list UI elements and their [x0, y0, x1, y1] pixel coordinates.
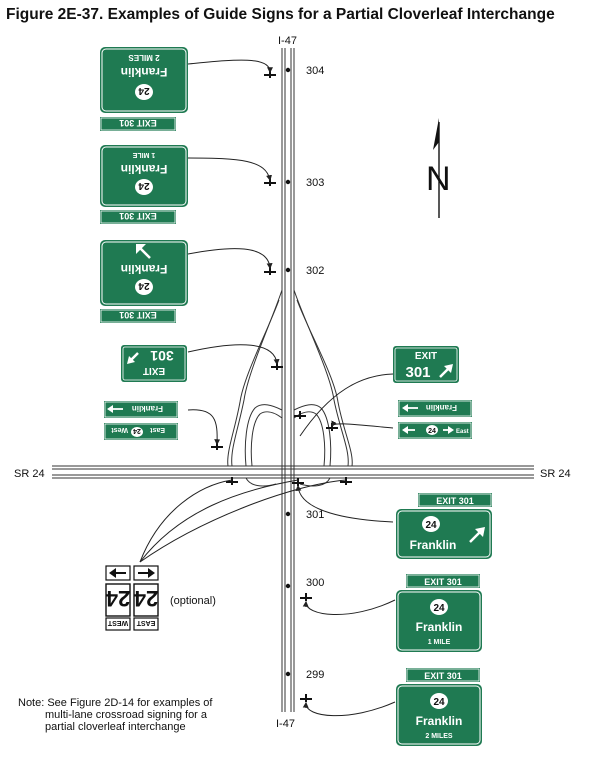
nbx-arrow-icon — [439, 364, 453, 378]
sbg-diagonal-arrow-icon — [136, 244, 151, 259]
milepost-302: 302 — [306, 265, 324, 277]
sb1-exit-plaque: EXIT 301 — [119, 211, 157, 221]
note-line-3: partial cloverleaf interchange — [45, 721, 186, 733]
sbr-left-west: West — [111, 426, 128, 433]
nb2-shield-number: 24 — [433, 697, 445, 708]
sb1-destination: Franklin — [121, 162, 168, 176]
opt-east-label: EAST — [136, 619, 155, 626]
nba-destination: Franklin — [410, 538, 457, 552]
sb-two-mile-sign: 24 Franklin 2 MILES — [100, 47, 188, 113]
sbr-left-label: East — [150, 426, 165, 433]
nb-one-mile-plaque: EXIT 301 — [406, 574, 480, 588]
sb-ramp-direction-sign: East 24 West Franklin — [104, 401, 178, 440]
sb2-exit-plaque: EXIT 301 — [119, 118, 157, 128]
interchange-ramps — [227, 289, 353, 487]
milepost-299: 299 — [306, 669, 324, 681]
sb2-distance: 2 MILES — [128, 53, 160, 62]
sb2-destination: Franklin — [121, 65, 168, 79]
nb-two-mile-sign: 24 Franklin 2 MILES — [396, 684, 482, 746]
nb-advance-arrow-sign: 24 Franklin — [396, 509, 492, 559]
milepost-301: 301 — [306, 509, 324, 521]
milepost-300: 300 — [306, 577, 324, 589]
opt-right-arrow-icon — [138, 568, 155, 578]
sbg-exit-plaque: EXIT 301 — [119, 310, 157, 320]
nba-shield-number: 24 — [425, 520, 437, 531]
nbr-shield: 24 — [428, 428, 436, 435]
figure-note: Note: See Figure 2D-14 for examples of m… — [18, 697, 212, 733]
sb-advance-plaque: EXIT 301 — [100, 309, 176, 323]
sb-advance-arrow-sign: 24 Franklin — [100, 240, 188, 306]
sbx-line2: 301 — [150, 348, 174, 364]
nbx-line2: 301 — [405, 364, 430, 381]
sbg-shield-number: 24 — [138, 280, 150, 291]
sbr-right-arrow-icon — [107, 405, 123, 413]
crossroad-label-right: SR 24 — [540, 468, 571, 480]
optional-route-assembly: 24 24 WEST EAST (optional) — [105, 565, 216, 631]
sbr-destination: Franklin — [132, 404, 163, 413]
nb1-distance: 1 MILE — [428, 639, 451, 646]
north-label: N — [426, 160, 451, 198]
milepost-303: 303 — [306, 177, 324, 189]
sb-two-mile-plaque: EXIT 301 — [100, 117, 176, 131]
opt-west-label: WEST — [107, 619, 128, 626]
nb2-exit-plaque: EXIT 301 — [424, 671, 462, 681]
nba-exit-plaque: EXIT 301 — [436, 496, 474, 506]
sb-one-mile-plaque: EXIT 301 — [100, 210, 176, 224]
opt-right-shield-number: 24 — [133, 586, 158, 611]
highway-label-bottom: I-47 — [276, 718, 295, 730]
sbr-left-shield: 24 — [133, 427, 141, 434]
note-line-1: Note: See Figure 2D-14 for examples of — [18, 697, 213, 709]
opt-left-arrow-icon — [109, 568, 126, 578]
sb-one-mile-sign: 24 Franklin 1 MILE — [100, 145, 188, 207]
nbr-east-arrow-icon — [443, 426, 454, 434]
nb1-exit-plaque: EXIT 301 — [424, 577, 462, 587]
sb2-shield-number: 24 — [138, 85, 150, 96]
nb2-destination: Franklin — [416, 714, 463, 728]
nb-two-mile-plaque: EXIT 301 — [406, 668, 480, 682]
sbx-arrow-icon — [127, 352, 139, 364]
sb-exit-gore-sign: EXIT 301 — [121, 345, 187, 382]
nbr-destination-upper: Franklin — [426, 403, 457, 412]
milepost-304: 304 — [306, 65, 324, 77]
sbx-line1: EXIT — [143, 365, 165, 376]
sb1-shield-number: 24 — [138, 180, 150, 191]
nb1-destination: Franklin — [416, 620, 463, 634]
crossroad-label-left: SR 24 — [14, 468, 45, 480]
crossroad-sr24 — [52, 465, 534, 479]
nbr-left-arrow-icon — [402, 404, 418, 412]
note-line-2: multi-lane crossroad signing for a — [45, 709, 208, 721]
nb-exit-gore-sign: EXIT 301 — [393, 346, 459, 383]
nba-diagonal-arrow-icon — [469, 527, 485, 543]
opt-caption: (optional) — [170, 595, 216, 607]
opt-left-shield-number: 24 — [105, 586, 130, 611]
highway-label-top: I-47 — [278, 35, 297, 47]
leader-lines — [139, 59, 396, 717]
nb2-distance: 2 MILES — [425, 733, 453, 740]
nbr-east-label: East — [456, 429, 469, 435]
nb-one-mile-sign: 24 Franklin 1 MILE — [396, 590, 482, 652]
nb1-shield-number: 24 — [433, 603, 445, 614]
nb-advance-plaque: EXIT 301 — [418, 493, 492, 507]
nb-ramp-direction-sign: Franklin 24 East — [398, 400, 472, 439]
figure-title: Figure 2E-37. Examples of Guide Signs fo… — [6, 6, 555, 23]
milepost-markers — [285, 67, 291, 677]
sbg-destination: Franklin — [121, 262, 168, 276]
freeway-mainline — [281, 48, 295, 712]
sb1-distance: 1 MILE — [132, 151, 155, 158]
nbx-line1: EXIT — [415, 351, 437, 362]
nbr-west-arrow-icon — [402, 426, 415, 434]
north-arrow: N — [426, 118, 451, 218]
